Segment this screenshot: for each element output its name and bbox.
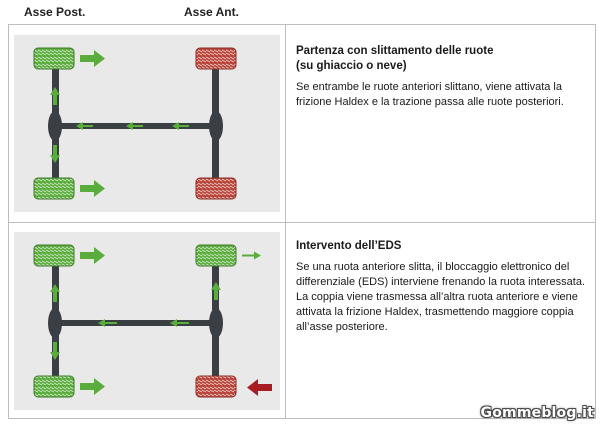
rear-axle-header: Asse Post. — [24, 5, 86, 19]
drivetrain-diagram-eds — [14, 232, 280, 410]
traction-arrow-rear-left — [80, 247, 105, 264]
rear-differential — [48, 308, 62, 338]
comparison-table: Partenza con slittamento delle ruote (su… — [8, 24, 596, 419]
traction-arrow-rear-right — [80, 378, 105, 395]
description-title: Partenza con slittamento delle ruote (su… — [296, 44, 586, 74]
wheel-front-right — [195, 177, 237, 200]
description-title: Intervento dell’EDS — [296, 239, 586, 254]
wheel-front-left — [195, 47, 237, 70]
row-divider — [9, 222, 595, 223]
drivetrain-svg — [33, 47, 237, 200]
column-divider — [285, 25, 286, 418]
rear-axle-torque-arrows — [50, 284, 60, 360]
wheel-rear-left — [33, 47, 75, 70]
description-body: Se entrambe le ruote anteriori slittano,… — [296, 81, 564, 108]
title-line-2: (su ghiaccio o neve) — [296, 60, 407, 72]
title-line-1: Intervento dell’EDS — [296, 240, 402, 252]
propeller-shaft — [59, 320, 212, 326]
traction-arrow-rear-left — [80, 50, 105, 67]
wheel-rear-right — [33, 177, 75, 200]
description-eds: Intervento dell’EDS Se una ruota anterio… — [296, 239, 586, 335]
wheel-rear-left — [33, 244, 75, 267]
description-body: Se una ruota anteriore slitta, il blocca… — [296, 261, 586, 333]
front-axle-torque-arrow — [211, 282, 221, 300]
traction-arrow-rear-right — [80, 180, 105, 197]
shaft-torque-arrows — [98, 319, 189, 327]
wheel-rear-right — [33, 375, 75, 398]
wheel-front-left — [195, 244, 237, 267]
description-slip: Partenza con slittamento delle ruote (su… — [296, 44, 586, 110]
drivetrain-diagram-slip — [14, 35, 280, 212]
traction-arrow-front-left — [242, 251, 261, 260]
front-axle-header: Asse Ant. — [184, 5, 239, 19]
front-differential — [209, 308, 223, 338]
shaft-torque-arrows — [76, 122, 189, 130]
rear-axle-torque-arrows — [50, 87, 60, 163]
title-line-1: Partenza con slittamento delle ruote — [296, 45, 494, 57]
rear-differential — [48, 111, 62, 141]
wheel-front-right — [195, 375, 237, 398]
brake-arrow-front-right — [247, 379, 272, 396]
drivetrain-svg — [33, 244, 272, 398]
front-differential — [209, 111, 223, 141]
watermark-logo: Gommeblog.it — [480, 405, 594, 421]
